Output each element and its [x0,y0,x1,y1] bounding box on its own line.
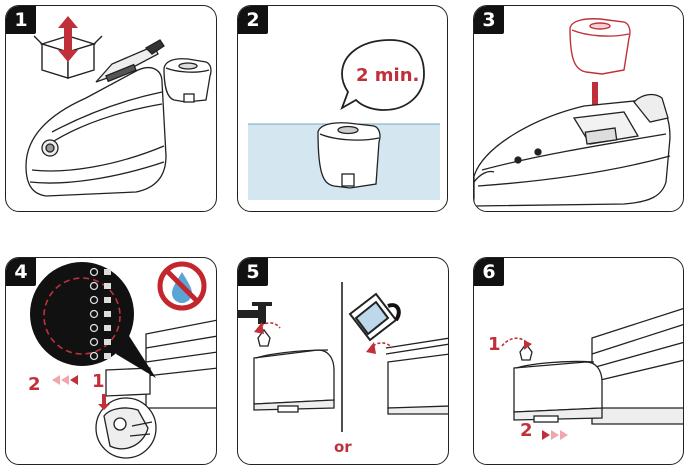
arrow-head-icon [366,342,376,354]
fill-tank-illustration [238,282,448,432]
step-1-panel: 1 [5,5,217,212]
step-number: 6 [474,258,504,286]
step-6-panel: 6 1 2 [473,257,684,465]
steam-iron-icon [474,93,671,207]
press-arrow-icon [98,394,110,410]
up-down-arrow-icon [58,16,78,62]
separator-label: or [334,438,352,456]
callout-2: 2 [28,374,41,395]
step-3-panel: 3 [473,5,684,212]
step-b-label: 2 [520,420,533,441]
step-5-panel: 5 or [237,257,449,465]
steam-iron-icon [591,307,683,425]
steam-iron-icon [105,319,216,409]
steam-iron-icon [25,39,167,197]
water-tank-icon [513,342,603,423]
arrow-head-icon [254,322,264,334]
slide-right-arrows-icon [542,430,568,440]
water-tank-icon [569,18,631,75]
insert-tank-illustration [474,18,671,207]
no-water-forbidden-icon [157,261,207,311]
step-2-panel: 2 2 min. [237,5,448,212]
remove-tank-illustration [30,261,216,459]
step-number: 2 [238,6,268,34]
jug-icon [348,292,401,342]
slide-left-arrows-icon [52,375,78,385]
box-icon [33,35,103,79]
unpack-illustration [25,16,212,197]
arrow-head-icon [524,340,532,350]
step-number: 5 [238,258,268,286]
water-tank-icon [163,58,212,103]
water-tank-icon [253,328,335,413]
reinsert-tank-illustration [501,307,683,440]
step-4-panel: 4 [5,257,217,465]
control-panel-closeup [30,262,156,378]
step-number: 3 [474,6,504,34]
step-number: 4 [6,258,36,286]
tank-release-closeup [95,397,157,459]
step-a-label: 1 [488,334,501,355]
callout-1: 1 [92,371,105,392]
speech-bubble [340,39,425,111]
faucet-icon [238,302,272,324]
timer-label: 2 min. [356,65,420,86]
soak-tank-illustration [248,39,440,200]
water-tank-icon [385,337,448,415]
water-tank-icon [317,122,381,189]
step-number: 1 [6,6,36,34]
